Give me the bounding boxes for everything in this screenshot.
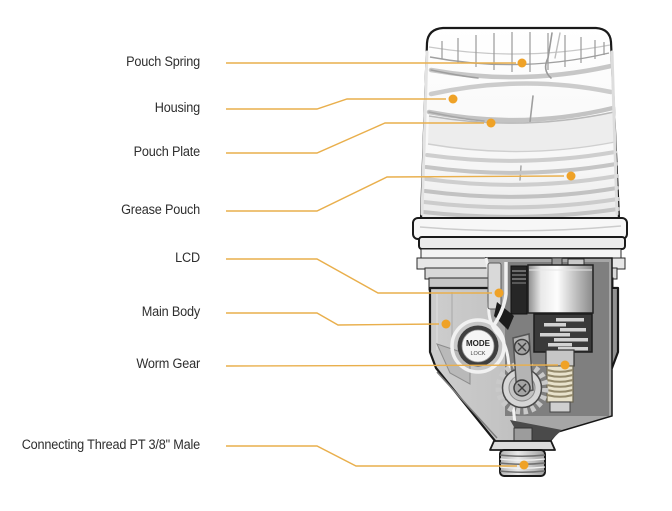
callout-dot-pouch-spring <box>517 58 527 68</box>
callouts-layer <box>225 58 576 470</box>
callout-line-connecting-thread <box>226 445 517 467</box>
callout-dot-housing <box>448 94 458 104</box>
funnel-underside <box>510 420 562 443</box>
callout-dot-worm-gear <box>560 360 570 370</box>
callout-label-connecting-thread: Connecting Thread PT 3/8" Male <box>21 437 201 452</box>
callout-line-housing <box>226 98 446 110</box>
battery-cylinder <box>510 265 528 315</box>
grease-pouch-ribs <box>420 50 620 219</box>
screw-lower <box>513 379 531 397</box>
callout-line-pouch-plate <box>226 122 484 154</box>
callout-label-housing: Housing <box>154 100 200 115</box>
gear-lever-arm <box>512 333 534 397</box>
mode-lock-button: MODE LOCK <box>450 262 508 374</box>
mode-label: MODE <box>466 339 491 348</box>
callout-dot-main-body <box>441 319 451 329</box>
callout-line-lcd <box>226 258 492 294</box>
callout-label-main-body: Main Body <box>141 304 200 319</box>
callout-line-main-body <box>226 312 440 326</box>
motor-cylinder <box>527 257 594 314</box>
callout-line-grease-pouch <box>226 175 565 212</box>
callout-label-worm-gear: Worm Gear <box>136 356 200 371</box>
worm-gear-screw <box>545 349 575 413</box>
callout-dot-lcd <box>494 288 504 298</box>
callout-line-worm-gear <box>225 364 559 367</box>
callout-label-pouch-spring: Pouch Spring <box>126 54 200 69</box>
pouch-plate-band <box>427 111 616 153</box>
callout-label-pouch-plate: Pouch Plate <box>133 144 201 159</box>
screw-upper <box>513 338 531 356</box>
gear-train <box>494 302 593 353</box>
callout-dot-connecting-thread <box>519 460 529 470</box>
lock-label: LOCK <box>471 351 486 357</box>
housing-flange <box>412 217 628 250</box>
callout-dot-pouch-plate <box>486 118 496 128</box>
callout-label-lcd: LCD <box>175 250 200 265</box>
connecting-thread <box>489 440 556 477</box>
lcd-display <box>487 262 502 310</box>
callout-dot-grease-pouch <box>566 171 576 181</box>
housing <box>419 26 621 221</box>
callout-label-grease-pouch: Grease Pouch <box>121 202 200 217</box>
